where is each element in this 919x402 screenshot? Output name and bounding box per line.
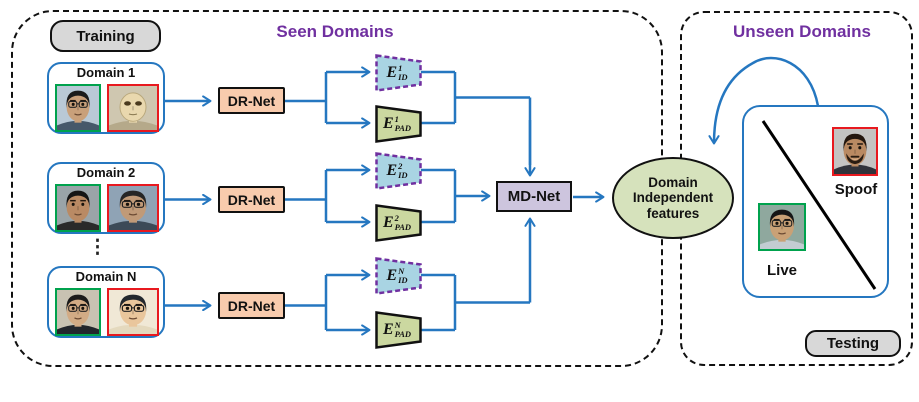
domain-1-box: Domain 1	[47, 62, 165, 134]
eid-1-base: E	[386, 64, 398, 81]
unseen-to-features-curved-arrow	[714, 56, 820, 143]
features-line-1: Domain	[648, 175, 698, 191]
epad-2-sub: PAD	[394, 222, 412, 232]
decision-boundary-line	[761, 120, 877, 290]
epad-2-sup: 2	[394, 212, 399, 223]
eid-2-sub: ID	[398, 170, 408, 180]
domain-2-live-face	[55, 184, 101, 232]
unseen-live-face	[758, 203, 806, 251]
unseen-domains-title: Unseen Domains	[733, 22, 871, 41]
seen-domains-title: Seen Domains	[276, 22, 394, 41]
drnet-box-N: DR-Net	[218, 292, 285, 319]
features-line-3: features	[646, 205, 700, 221]
domain-1-live-face	[55, 84, 101, 132]
rows-ellipsis: ⋮	[88, 237, 107, 258]
domain-1-spoof-face	[107, 84, 159, 132]
domain-2-label: Domain 2	[76, 165, 136, 180]
features-line-2: Independent	[632, 190, 714, 206]
epad-1-base: E	[382, 115, 394, 132]
eid-2-base: E	[386, 162, 398, 179]
epad-1-sup: 1	[394, 113, 399, 124]
unseen-spoof-face	[832, 127, 878, 176]
domain-independent-features-ellipse: Domain Independent features	[612, 157, 734, 239]
domain-1-label: Domain 1	[76, 65, 136, 80]
epad-N-sub: PAD	[394, 329, 412, 339]
domain-N-box: Domain N	[47, 266, 165, 338]
domain-2-spoof-face	[107, 184, 159, 232]
epad-1-sub: PAD	[394, 123, 412, 133]
eid-N-sub: ID	[398, 275, 408, 285]
eid-N-base: E	[386, 267, 398, 284]
epad-2-base: E	[382, 214, 394, 231]
domain-N-spoof-face	[107, 288, 159, 336]
rowN-wires	[165, 219, 530, 330]
testing-badge: Testing	[805, 330, 901, 357]
spoof-label: Spoof	[834, 181, 878, 198]
training-badge: Training	[50, 20, 161, 52]
eid-N-sup: N	[398, 265, 405, 276]
row2-wires	[165, 170, 489, 222]
drnet-box-1: DR-Net	[218, 87, 285, 114]
eid-1-sub: ID	[398, 72, 408, 82]
mdnet-box: MD-Net	[496, 181, 572, 212]
drnet-box-2: DR-Net	[218, 186, 285, 213]
domain-2-box: Domain 2	[47, 162, 165, 234]
row1-wires	[165, 72, 530, 175]
epad-N-sup: N	[394, 319, 401, 330]
domain-N-live-face	[55, 288, 101, 336]
live-label: Live	[766, 262, 797, 279]
unseen-samples-box: Spoof Live	[742, 105, 889, 298]
domain-N-label: Domain N	[75, 269, 137, 284]
epad-N-base: E	[382, 321, 394, 338]
eid-2-sup: 2	[398, 160, 403, 171]
eid-1-sup: 1	[398, 62, 403, 73]
